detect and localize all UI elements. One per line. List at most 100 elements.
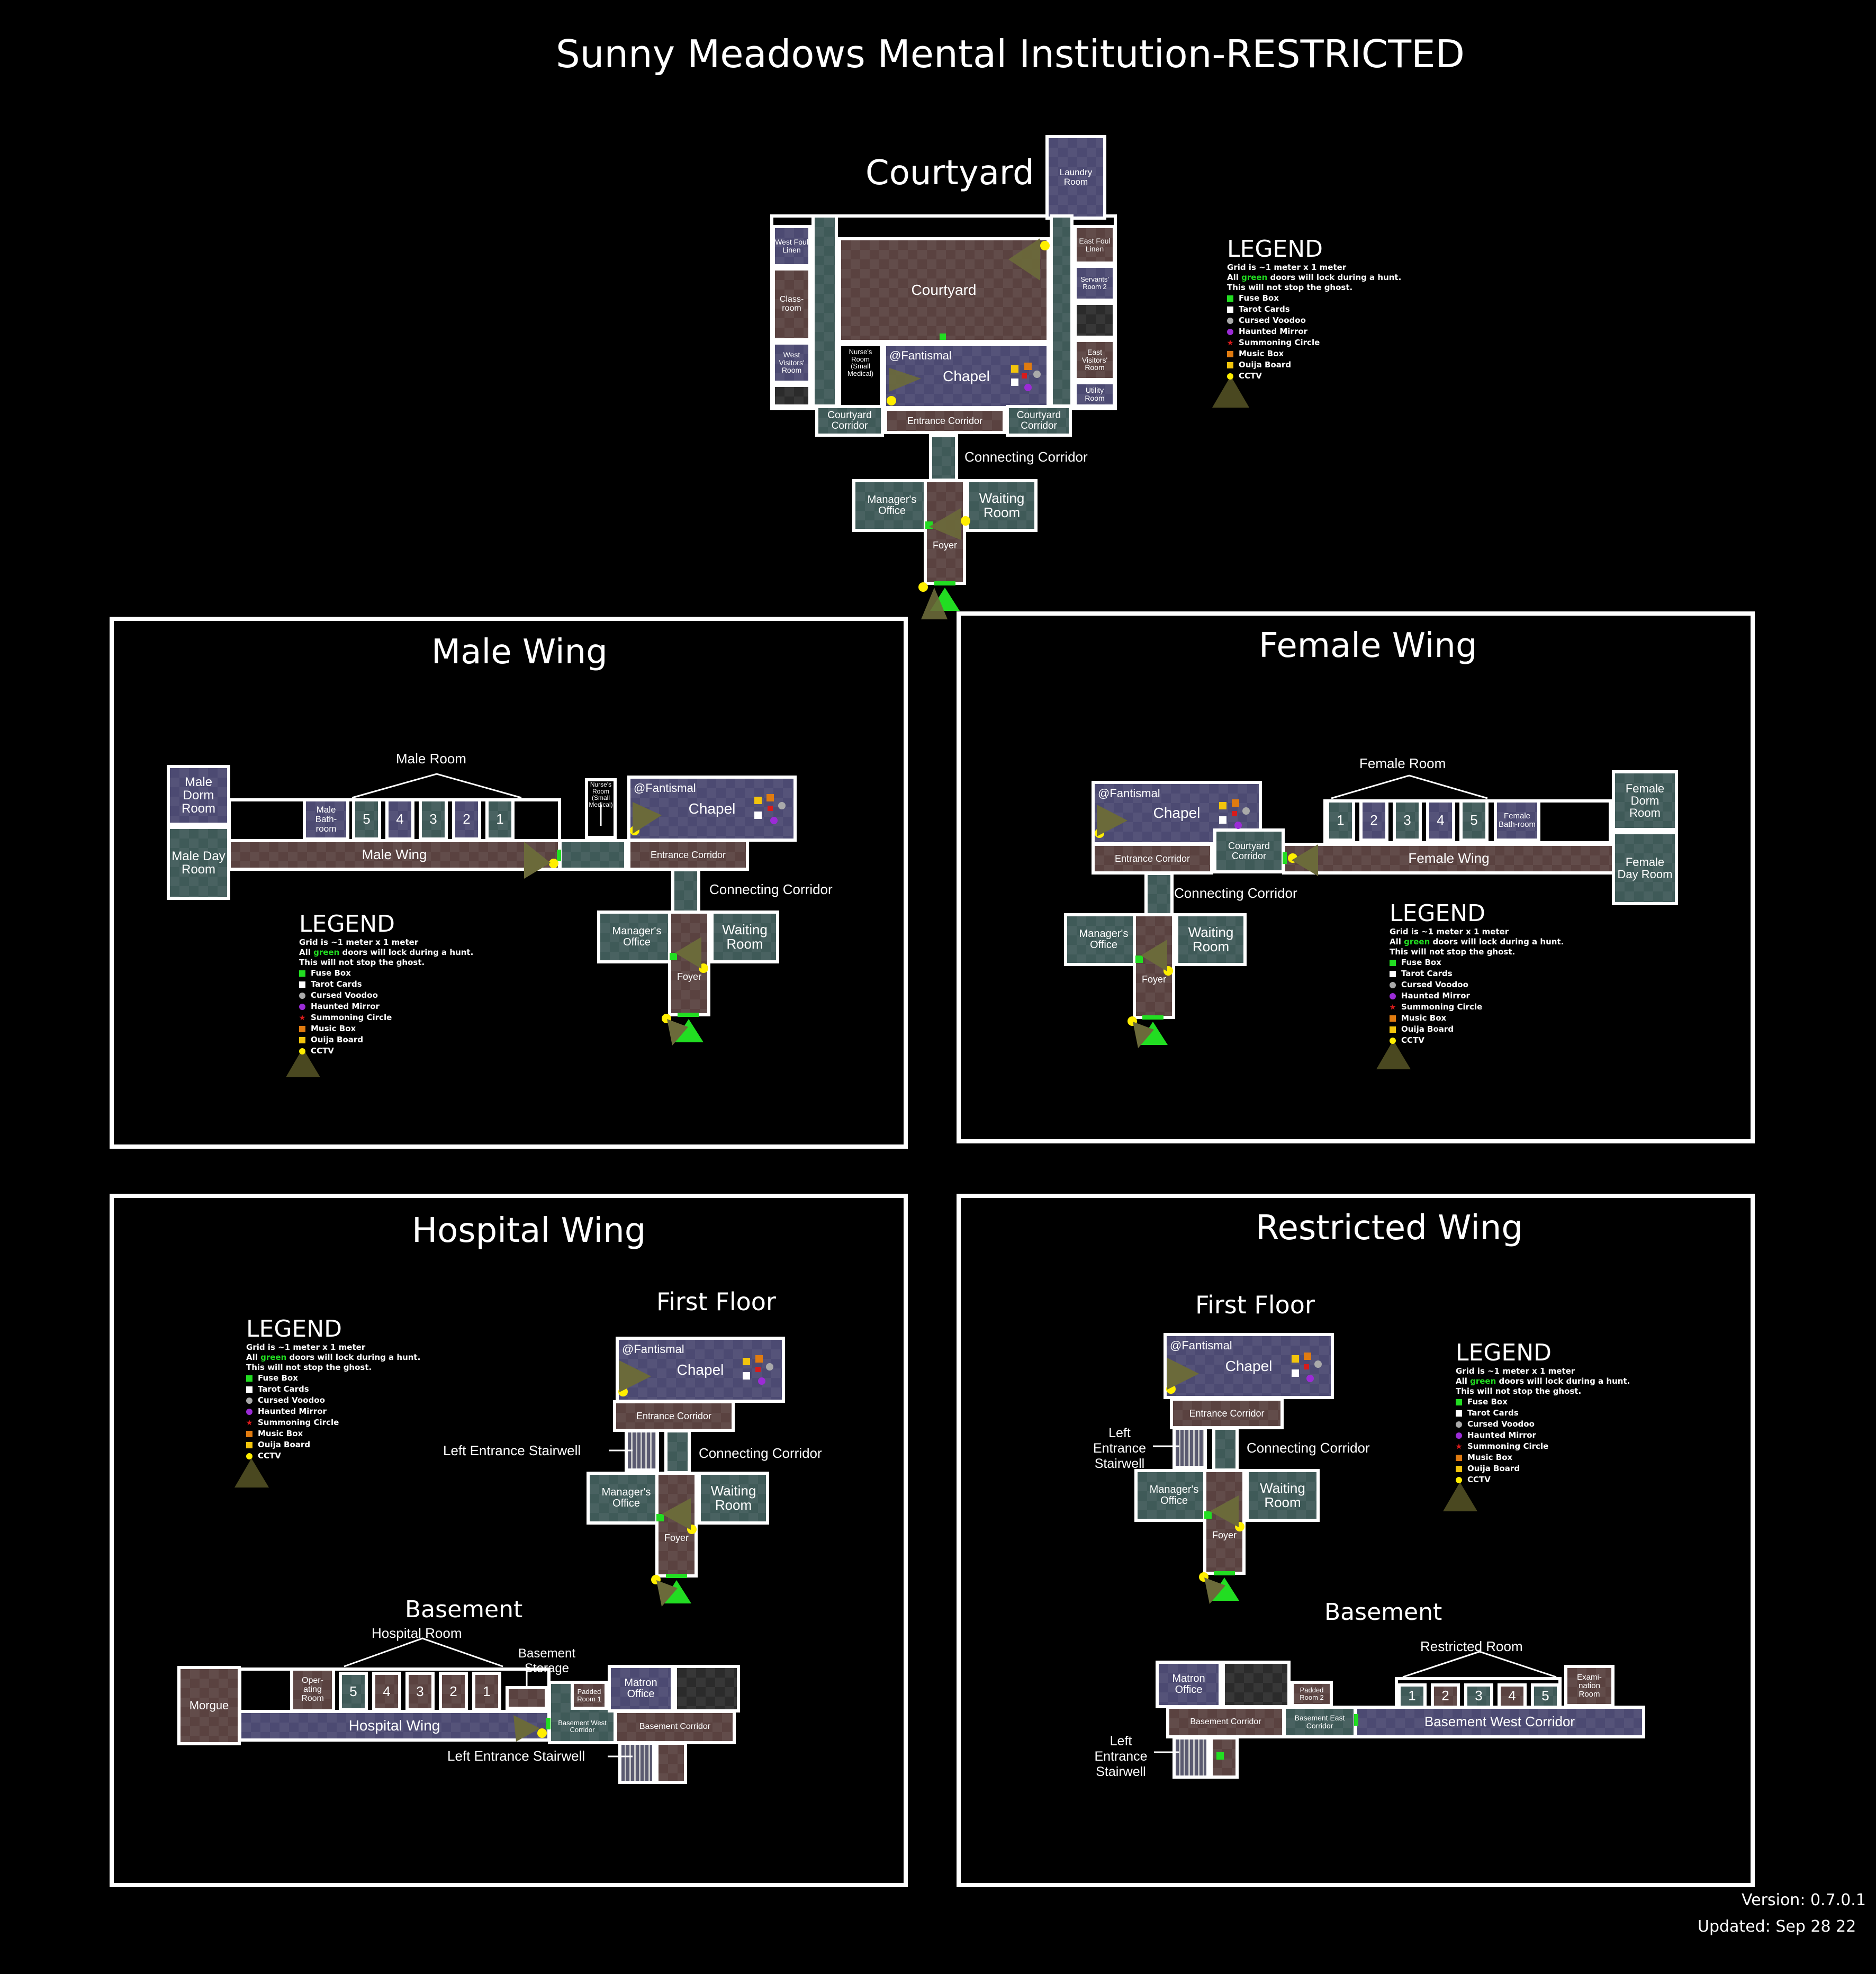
legend-item-label: Cursed Voodoo <box>1467 1419 1535 1429</box>
male-day: Male Day Room <box>167 826 230 900</box>
male-ouija <box>766 794 774 801</box>
hospital-camera-cone-basement <box>513 1715 540 1742</box>
legend-item-label: Summoning Circle <box>1401 1002 1483 1012</box>
legend-item: CCTV <box>1227 371 1449 382</box>
male-voodoo <box>778 802 786 809</box>
hospital-basement-stair-landing <box>655 1742 687 1784</box>
legend-swatch <box>1227 362 1233 368</box>
legend-item: Summoning Circle <box>1227 337 1449 348</box>
legend-item-label: Ouija Board <box>258 1440 311 1449</box>
restricted-wing-room-1: 1 <box>1397 1683 1427 1709</box>
legend-item-label: Summoning Circle <box>258 1418 339 1427</box>
restricted-left-stairwell-label: Left Entrance Stairwell <box>1093 1426 1147 1471</box>
hospital-summoning <box>755 1367 761 1372</box>
legend-swatch <box>1390 1004 1396 1010</box>
legend-female: LEGEND Grid is ~1 meter x 1 meter All gr… <box>1390 900 1612 1046</box>
panel-male-wing <box>110 617 908 1149</box>
female-music-box <box>1219 802 1226 809</box>
restricted-wing-title: Restricted Wing <box>1256 1209 1523 1248</box>
courtyard-corridor-west: Courtyard Corridor <box>815 405 884 437</box>
room-west-foul-linen: West Foul Linen <box>772 225 811 267</box>
legend-swatch <box>1227 306 1233 313</box>
hospital-camera-cone-3 <box>619 1360 651 1392</box>
room-east-foul-linen: East Foul Linen <box>1074 225 1116 265</box>
male-bathroom: Male Bath-room <box>303 798 349 841</box>
legend-swatch <box>299 981 305 988</box>
legend-item-label: Music Box <box>258 1429 303 1438</box>
legend-item-label: Haunted Mirror <box>258 1407 327 1416</box>
hospital-basement: Basement <box>405 1596 523 1623</box>
legend-item-label: Cursed Voodoo <box>258 1395 325 1405</box>
legend-swatch <box>1227 339 1233 346</box>
legend-swatch <box>299 1048 305 1054</box>
female-mirror <box>1234 822 1242 829</box>
legend-swatch <box>1390 981 1396 988</box>
legend-item-label: Ouija Board <box>1239 360 1292 369</box>
hospital-basement-stairwell-label: Left Entrance Stairwell <box>447 1748 585 1764</box>
male-chapel: @Fantismal Chapel <box>627 776 797 842</box>
ouija-courtyard <box>1024 363 1032 370</box>
hospital-wing-room-1: 1 <box>472 1672 501 1711</box>
legend-swatch <box>246 1397 252 1404</box>
music-box-courtyard <box>1011 365 1018 373</box>
male-cctv-1 <box>549 859 558 868</box>
legend-item-label: Cursed Voodoo <box>1239 316 1306 325</box>
female-voodoo <box>1242 807 1250 815</box>
female-bathroom: Female Bath-room <box>1494 799 1540 842</box>
hospital-first-floor: First Floor <box>656 1287 776 1316</box>
female-wing-room-4: 4 <box>1426 799 1455 842</box>
room-laundry: Laundry Room <box>1045 135 1106 220</box>
male-wing-title: Male Wing <box>431 633 608 672</box>
legend-swatch <box>299 1036 305 1043</box>
female-room-label: Female Room <box>1359 755 1446 771</box>
female-ouija <box>1232 799 1239 807</box>
hospital-wing-room-3: 3 <box>405 1672 435 1711</box>
hospital-camera-cone-1 <box>656 1580 678 1607</box>
male-link-corridor <box>558 839 627 871</box>
legend-item-label: CCTV <box>1239 371 1262 381</box>
hospital-room-label: Hospital Room <box>372 1625 462 1641</box>
legend-line-3-male: This will not stop the ghost. <box>299 958 425 967</box>
door-courtyard <box>940 333 946 340</box>
legend-item-label: Cursed Voodoo <box>311 990 378 1000</box>
legend-item: Ouija Board <box>299 1034 521 1045</box>
legend-item: Haunted Mirror <box>246 1406 468 1417</box>
restricted-left-stairwell <box>1172 1427 1207 1469</box>
hospital-basement-storage <box>506 1686 548 1710</box>
legend-swatch <box>246 1430 252 1437</box>
hospital-left-stairwell-label: Left Entrance Stairwell <box>443 1443 581 1458</box>
legend-swatch <box>1390 993 1396 999</box>
legend-line-1-restricted: Grid is ~1 meter x 1 meter <box>1456 1366 1575 1376</box>
female-managers-office: Manager's Office <box>1064 913 1143 966</box>
managers-office-courtyard: Manager's Office <box>852 479 932 532</box>
legend-title-hospital: LEGEND <box>246 1315 342 1342</box>
legend-item: Fuse Box <box>1390 957 1612 968</box>
legend-item: Summoning Circle <box>1456 1441 1678 1452</box>
legend-item-label: CCTV <box>1401 1035 1424 1045</box>
legend-item: Music Box <box>246 1428 468 1439</box>
camera-cone-courtyard-1 <box>921 588 948 619</box>
legend-courtyard: LEGEND Grid is ~1 meter x 1 meter All gr… <box>1227 236 1449 382</box>
mirror-courtyard <box>1024 384 1032 391</box>
restricted-basement-corridor: Basement Corridor <box>1166 1706 1285 1738</box>
legend-line-1-male: Grid is ~1 meter x 1 meter <box>299 938 419 947</box>
male-room-label: Male Room <box>396 751 466 767</box>
female-camera-cone-2 <box>1141 940 1167 971</box>
corridor-west-vertical <box>811 214 838 408</box>
panel-hospital-wing <box>110 1194 908 1887</box>
legend-item-label: CCTV <box>258 1451 281 1461</box>
summoning-courtyard <box>1022 373 1027 378</box>
map-title: Sunny Meadows Mental Institution-RESTRIC… <box>556 32 1465 76</box>
female-connecting-label: Connecting Corridor <box>1174 885 1297 901</box>
legend-line-2: All green doors will lock during a hunt. <box>1227 273 1402 282</box>
legend-swatch <box>299 1014 305 1021</box>
male-legend-cam <box>286 1048 320 1077</box>
room-east-dark <box>1074 302 1116 339</box>
restricted-camera-cone-1 <box>1204 1578 1225 1604</box>
legend-line-1: Grid is ~1 meter x 1 meter <box>1227 263 1347 272</box>
legend-item-label: Fuse Box <box>1239 293 1279 303</box>
room-number: 4 <box>396 811 404 827</box>
